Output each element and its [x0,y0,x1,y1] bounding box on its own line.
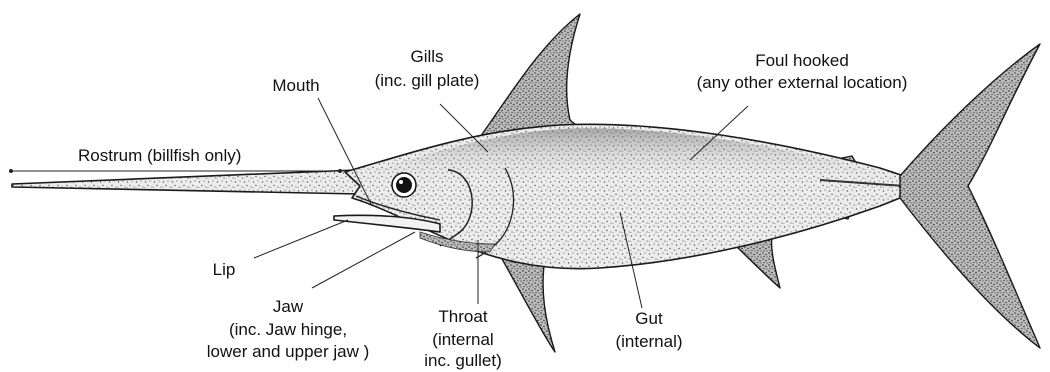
label-gut: Gut [635,309,663,328]
label-rostrum: Rostrum (billfish only) [78,146,241,165]
label-jaw-detail-1: (inc. Jaw hinge, [229,320,347,339]
label-foul-hooked: Foul hooked [755,51,849,70]
label-foul-hooked-detail: (any other external location) [697,73,908,92]
label-gut-detail: (internal) [615,332,682,351]
label-jaw-detail-2: lower and upper jaw ) [207,342,370,361]
label-throat: Throat [438,307,487,326]
rostrum-marker-left [9,169,13,173]
eye-pupil [396,177,412,193]
label-gills-detail: (inc. gill plate) [375,71,480,90]
rostrum-marker-right [338,169,342,173]
label-gills: Gills [410,47,443,66]
lip-leader [254,220,348,258]
swordfish-illustration [12,14,1040,352]
label-lip: Lip [213,260,236,279]
rostrum-shape [12,170,362,194]
label-jaw: Jaw [273,297,304,316]
eye-highlight [399,180,403,184]
dorsal-fin [478,14,600,140]
label-mouth: Mouth [272,76,319,95]
tail-fin [900,44,1040,348]
label-throat-detail-1: (internal [432,330,493,349]
jaw-leader [312,232,415,288]
label-throat-detail-2: inc. gullet) [424,351,501,370]
